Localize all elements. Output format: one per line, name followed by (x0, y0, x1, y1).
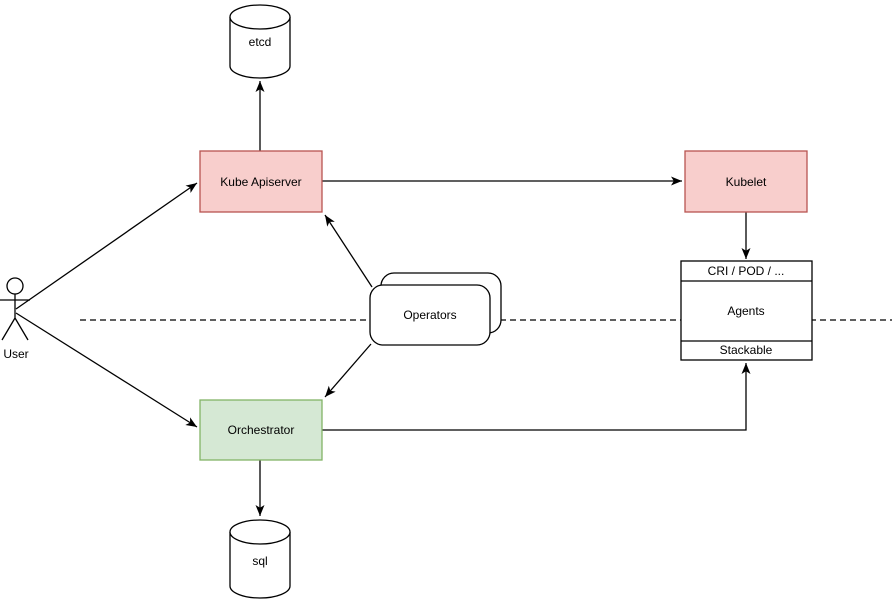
user-label: User (3, 347, 28, 361)
operators-front-card (369, 284, 491, 346)
actor-body (0, 294, 30, 341)
orchestrator-box (199, 399, 323, 461)
etcd-cylinder-top (229, 4, 291, 30)
kubelet-label: Kubelet (726, 175, 767, 189)
agent-stack-box (680, 260, 813, 361)
etcd-cylinder-body (229, 17, 291, 79)
etcd-label: etcd (249, 35, 272, 49)
sql-cylinder-top (229, 519, 291, 545)
edge-operators-to-kube-apiserver (324, 214, 373, 288)
user-actor-node: User (0, 277, 30, 361)
etcd-database-node: etcd (229, 4, 291, 79)
kubelet-node: Kubelet (684, 150, 808, 213)
operators-label: Operators (403, 308, 456, 322)
kube-apiserver-node: Kube Apiserver (199, 150, 323, 213)
edge-orchestrator-to-agent-stack (322, 363, 751, 431)
actor-head (6, 277, 24, 295)
agent-stack-body-label: Agents (727, 304, 764, 318)
edge-user-to-orchestrator (15, 312, 198, 428)
kube-apiserver-box (199, 150, 323, 213)
kube-apiserver-label: Kube Apiserver (220, 175, 301, 189)
agent-stack-node: CRI / POD / ... Agents Stackable (680, 260, 813, 361)
agent-stack-footer-label: Stackable (720, 343, 773, 357)
agent-stack-header-label: CRI / POD / ... (708, 264, 785, 278)
sql-cylinder-body (229, 532, 291, 599)
orchestrator-label: Orchestrator (228, 423, 295, 437)
sql-label: sql (252, 554, 267, 568)
kubelet-box (684, 150, 808, 213)
edge-user-to-kube-apiserver (15, 182, 198, 310)
edge-operators-to-orchestrator (324, 343, 372, 398)
operators-node: Operators (369, 272, 502, 346)
orchestrator-node: Orchestrator (199, 399, 323, 461)
sql-database-node: sql (229, 519, 291, 599)
